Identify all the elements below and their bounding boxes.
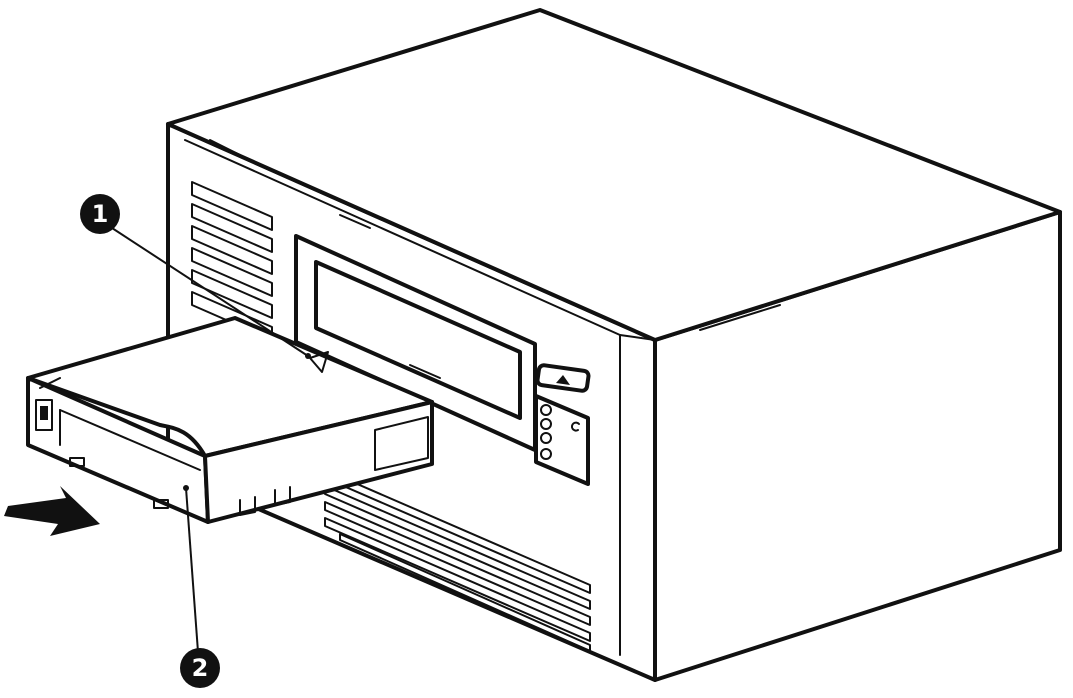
write-protect-tab: [40, 406, 48, 420]
led-indicator: [540, 418, 552, 430]
top-edge-tick: [339, 214, 371, 229]
cartridge-foot: [69, 457, 85, 467]
callout-1-badge: [80, 194, 120, 234]
callout-2-leader: [185, 487, 199, 653]
cartridge-foot: [153, 499, 169, 509]
top-edge-tick: [209, 139, 241, 156]
cartridge-label-edge: [59, 409, 201, 471]
led-panel: [534, 394, 590, 486]
drive-top-surface: [166, 8, 1062, 342]
write-protect-switch: [35, 399, 53, 431]
led-indicator: [540, 404, 552, 416]
eject-button[interactable]: [535, 363, 591, 393]
tape-drive: [166, 8, 1062, 682]
arrow-right-icon: [4, 486, 100, 536]
callout-1-dot: [305, 353, 311, 359]
ventilation-slots-upper: [191, 181, 273, 341]
side-edge-tick: [699, 304, 781, 331]
callout-2-label: 2: [192, 654, 209, 682]
callout-1-leader: [111, 227, 309, 357]
led-indicator: [540, 448, 552, 460]
eject-icon-bar: [555, 386, 571, 390]
cartridge-side-window: [374, 416, 429, 471]
slot-door-line: [409, 364, 441, 379]
callout-2-dot: [183, 485, 189, 491]
led-indicator: [540, 432, 552, 444]
bezel-corner-line: [619, 334, 656, 341]
callout-1: 1: [80, 194, 311, 359]
power-icon: [570, 421, 580, 432]
callout-2-badge: [180, 648, 220, 688]
slot-inner: [314, 260, 522, 420]
cartridge-notch: [239, 496, 256, 516]
callout-1-label: 1: [92, 200, 109, 228]
callout-2: 2: [180, 485, 220, 688]
tape-cartridge[interactable]: [26, 316, 434, 524]
cartridge-notch: [274, 486, 291, 506]
cartridge-bevel: [39, 377, 61, 389]
eject-icon: [556, 375, 570, 385]
orientation-arrow-icon: [309, 351, 329, 373]
